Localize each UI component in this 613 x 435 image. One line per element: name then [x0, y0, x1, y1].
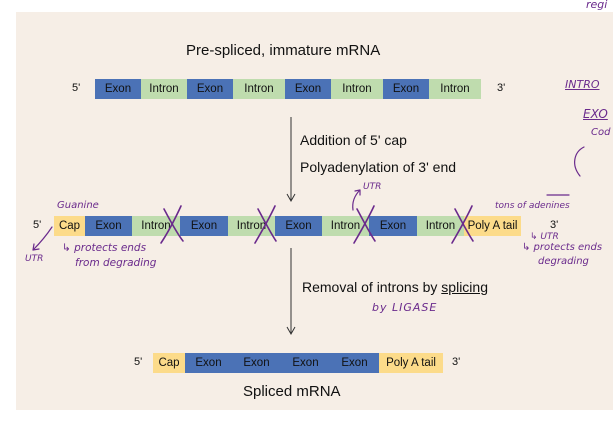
- segment-exon: Exon: [85, 216, 132, 236]
- segment-intron: Intron: [322, 216, 369, 236]
- segment-exon: Exon: [232, 353, 281, 373]
- segment-cap: Cap: [153, 353, 185, 373]
- arrow-step1: [286, 117, 296, 203]
- segment-intron: Intron: [228, 216, 275, 236]
- segment-cap: Cap: [54, 216, 85, 236]
- handwritten-exon-side: EXO: [583, 107, 608, 121]
- segment-exon: Exon: [95, 79, 141, 99]
- row2-three-prime-label: 3': [550, 219, 559, 231]
- row3-five-prime-label: 5': [134, 356, 143, 368]
- segment-exon: Exon: [187, 79, 233, 99]
- intron-cross-marks: [160, 205, 474, 244]
- handwritten-tons-of-adenines: tons of adenines: [495, 201, 570, 211]
- handwritten-coding-side: Cod: [591, 127, 611, 138]
- handwritten-top-right: regi: [586, 0, 608, 11]
- step2-splicing-text: Removal of introns by splicing: [302, 279, 488, 295]
- handwritten-degrading-right: degrading: [538, 256, 589, 267]
- segment-poly: Poly A tail: [464, 216, 521, 236]
- segment-exon: Exon: [281, 353, 330, 373]
- handwritten-intron-side: INTRO: [565, 78, 600, 91]
- spliced-mrna-title: Spliced mRNA: [243, 383, 341, 400]
- row3-three-prime-label: 3': [452, 356, 461, 368]
- row2-five-prime-label: 5': [33, 219, 42, 231]
- diagram-panel: [16, 12, 613, 410]
- segment-poly: Poly A tail: [379, 353, 443, 373]
- segment-exon: Exon: [369, 216, 417, 236]
- row1-five-prime-label: 5': [72, 82, 81, 94]
- handwritten-from-degrading: from degrading: [75, 257, 157, 269]
- segment-intron: Intron: [331, 79, 383, 99]
- handwritten-utr-left: UTR: [25, 254, 44, 264]
- handwritten-utr-right: ↳ UTR: [530, 232, 559, 242]
- segment-intron: Intron: [141, 79, 187, 99]
- segment-intron: Intron: [233, 79, 285, 99]
- arrow-step2: [286, 248, 296, 336]
- handwritten-guanine: Guanine: [57, 200, 99, 211]
- segment-exon: Exon: [330, 353, 379, 373]
- row1-three-prime-label: 3': [497, 82, 506, 94]
- segment-exon: Exon: [275, 216, 322, 236]
- step1-cap-text: Addition of 5' cap: [300, 132, 407, 148]
- handwritten-protects-ends: ↳ protects ends: [62, 242, 147, 254]
- segment-exon: Exon: [185, 353, 232, 373]
- premrna-title: Pre-spliced, immature mRNA: [186, 42, 381, 59]
- segment-exon: Exon: [285, 79, 331, 99]
- step2-prefix: Removal of introns by: [302, 279, 442, 295]
- segment-intron: Intron: [429, 79, 481, 99]
- handwritten-utr-middle: UTR: [363, 182, 382, 192]
- step2-splicing-word: splicing: [441, 279, 488, 295]
- step1-polyadenylation-text: Polyadenylation of 3' end: [300, 159, 457, 175]
- handwritten-by-ligase: by LIGASE: [372, 301, 438, 314]
- segment-exon: Exon: [180, 216, 228, 236]
- handwritten-protects-ends-right: ↳ protects ends: [522, 242, 603, 253]
- segment-exon: Exon: [383, 79, 429, 99]
- segment-intron: Intron: [417, 216, 464, 236]
- handwritten-strokes: [32, 146, 585, 251]
